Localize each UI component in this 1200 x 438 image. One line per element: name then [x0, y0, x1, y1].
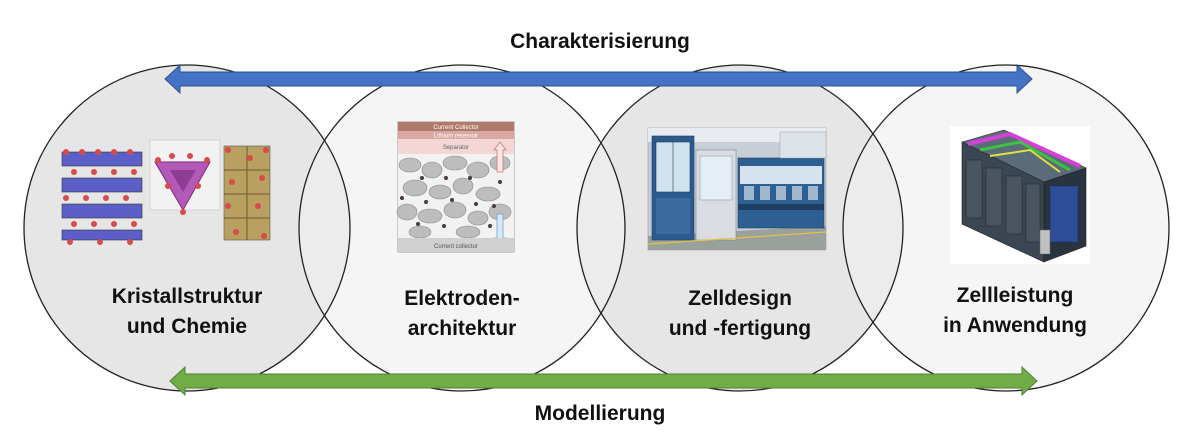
modeling-label: Modellierung [534, 402, 666, 425]
characterization-label: Charakterisierung [510, 30, 690, 53]
bottom-current-collector-layer [398, 238, 514, 252]
stage-label-cell-performance: Zellleistung in Anwendung [943, 284, 1087, 337]
stage-label-cell-design: Zelldesign und -fertigung [668, 287, 812, 340]
modeling-arrow [169, 365, 1038, 397]
crystal-structure-image [61, 139, 271, 245]
stage-label-crystal-structure: Kristallstruktur und Chemie [111, 285, 263, 338]
lithium-reservoir-layer [398, 131, 514, 139]
layered-crystal-icon [61, 149, 143, 245]
top-current-collector-layer [398, 122, 514, 131]
bottom-collector-text: Current collector [434, 244, 478, 250]
reservoir-text: Lithium reservoir [434, 134, 478, 140]
separator-text: Separator [443, 145, 469, 151]
stage-label-electrode-architecture: Elektroden- architektur [404, 287, 520, 340]
electrode-cross-section-image: Current Collector Lithium reservoir Sepa… [396, 121, 515, 253]
production-line-image [647, 127, 827, 251]
top-collector-text: Current Collector [433, 125, 478, 131]
battery-module-image [950, 126, 1090, 264]
tetrahedral-crystal-icon [149, 139, 221, 215]
characterization-arrow [164, 63, 1033, 95]
framework-crystal-icon [223, 145, 271, 241]
separator-layer [398, 139, 514, 154]
